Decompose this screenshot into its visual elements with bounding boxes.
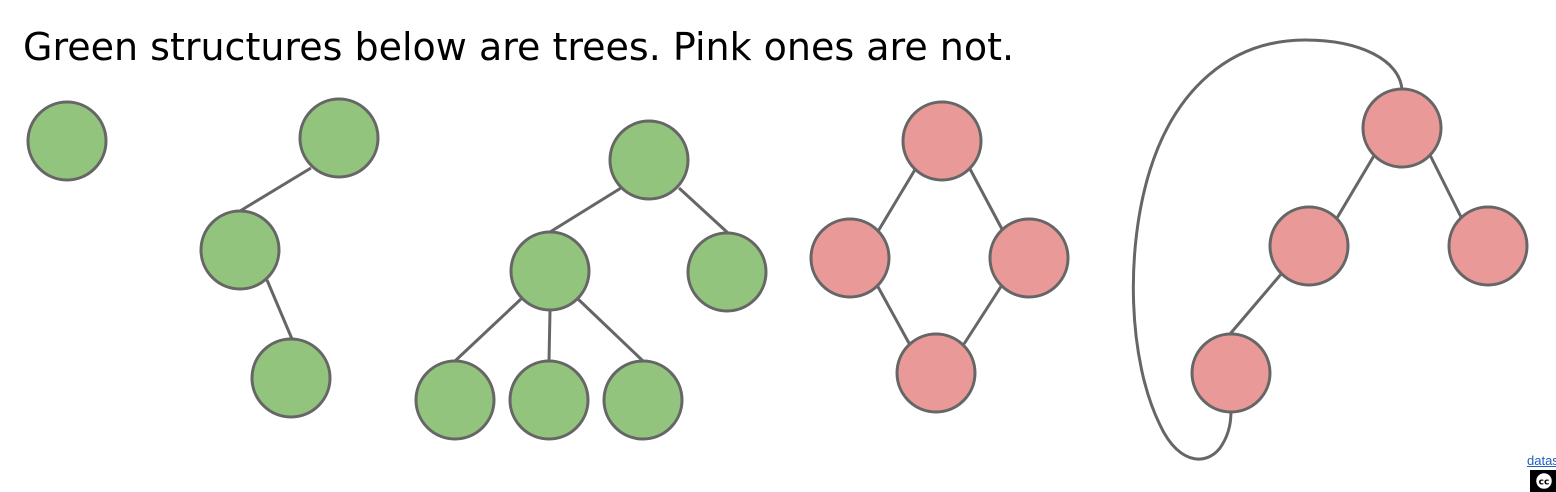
tree-edge	[239, 166, 312, 213]
tree-edge	[265, 279, 294, 340]
tree-node	[509, 230, 591, 312]
non-tree-node	[988, 217, 1070, 299]
tree-edge	[549, 186, 622, 234]
tree-single-node	[26, 100, 108, 182]
page-title: Green structures below are trees. Pink o…	[23, 25, 1015, 69]
loop-edge	[1131, 38, 1404, 461]
svg-text:cc: cc	[1539, 478, 1550, 488]
non-tree-edge	[968, 168, 1005, 232]
tree-edge	[576, 297, 645, 363]
tree-node	[608, 119, 690, 201]
non-tree-edge	[1335, 153, 1377, 219]
tree-edge	[547, 310, 552, 362]
non-tree-node	[901, 100, 983, 182]
non-tree-node	[1361, 87, 1443, 169]
non-tree-diamond	[809, 100, 1070, 414]
non-tree-edge	[1228, 272, 1284, 335]
tree-node	[298, 97, 380, 179]
non-tree-edge	[875, 167, 918, 234]
tree-node	[26, 100, 108, 182]
tree-node	[250, 337, 332, 419]
source-link[interactable]: datas	[1527, 453, 1556, 468]
tree-chain	[199, 97, 380, 419]
non-tree-node	[1190, 332, 1272, 414]
non-tree-node	[809, 217, 891, 299]
non-tree-node	[895, 332, 977, 414]
tree-branching	[414, 119, 768, 441]
non-tree-edge	[1428, 154, 1463, 218]
non-tree-node	[1268, 205, 1350, 287]
tree-node	[686, 231, 768, 313]
non-tree-node	[1447, 205, 1529, 287]
cc-license-icon: cc	[1530, 470, 1556, 492]
non-tree-loop	[1131, 38, 1529, 461]
non-tree-edge	[962, 284, 1004, 345]
non-tree-edge	[875, 284, 912, 346]
tree-node	[508, 359, 590, 441]
tree-edge	[453, 297, 523, 363]
tree-node	[414, 359, 496, 441]
tree-edge	[677, 186, 730, 235]
tree-node	[602, 359, 684, 441]
tree-node	[199, 209, 281, 291]
